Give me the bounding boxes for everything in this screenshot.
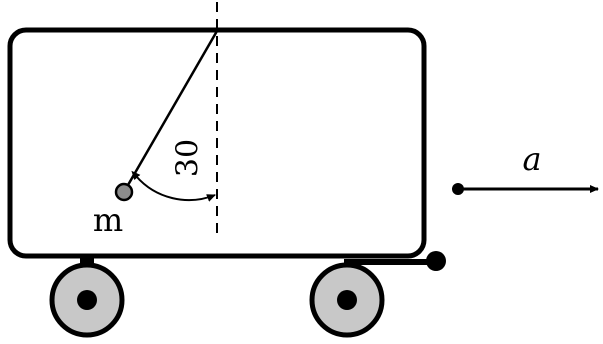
angle-label-group: 30: [171, 139, 206, 177]
left-wheel-hub: [77, 290, 97, 310]
angle-arc: [131, 170, 216, 202]
mass-label: m: [93, 201, 123, 239]
angle-label: 30: [171, 139, 206, 177]
tow-hitch: [426, 251, 446, 271]
pendulum-bob: [114, 182, 134, 202]
acceleration-label: a: [522, 140, 541, 178]
pendulum-string: [122, 30, 219, 193]
right-wheel-hub: [337, 290, 357, 310]
